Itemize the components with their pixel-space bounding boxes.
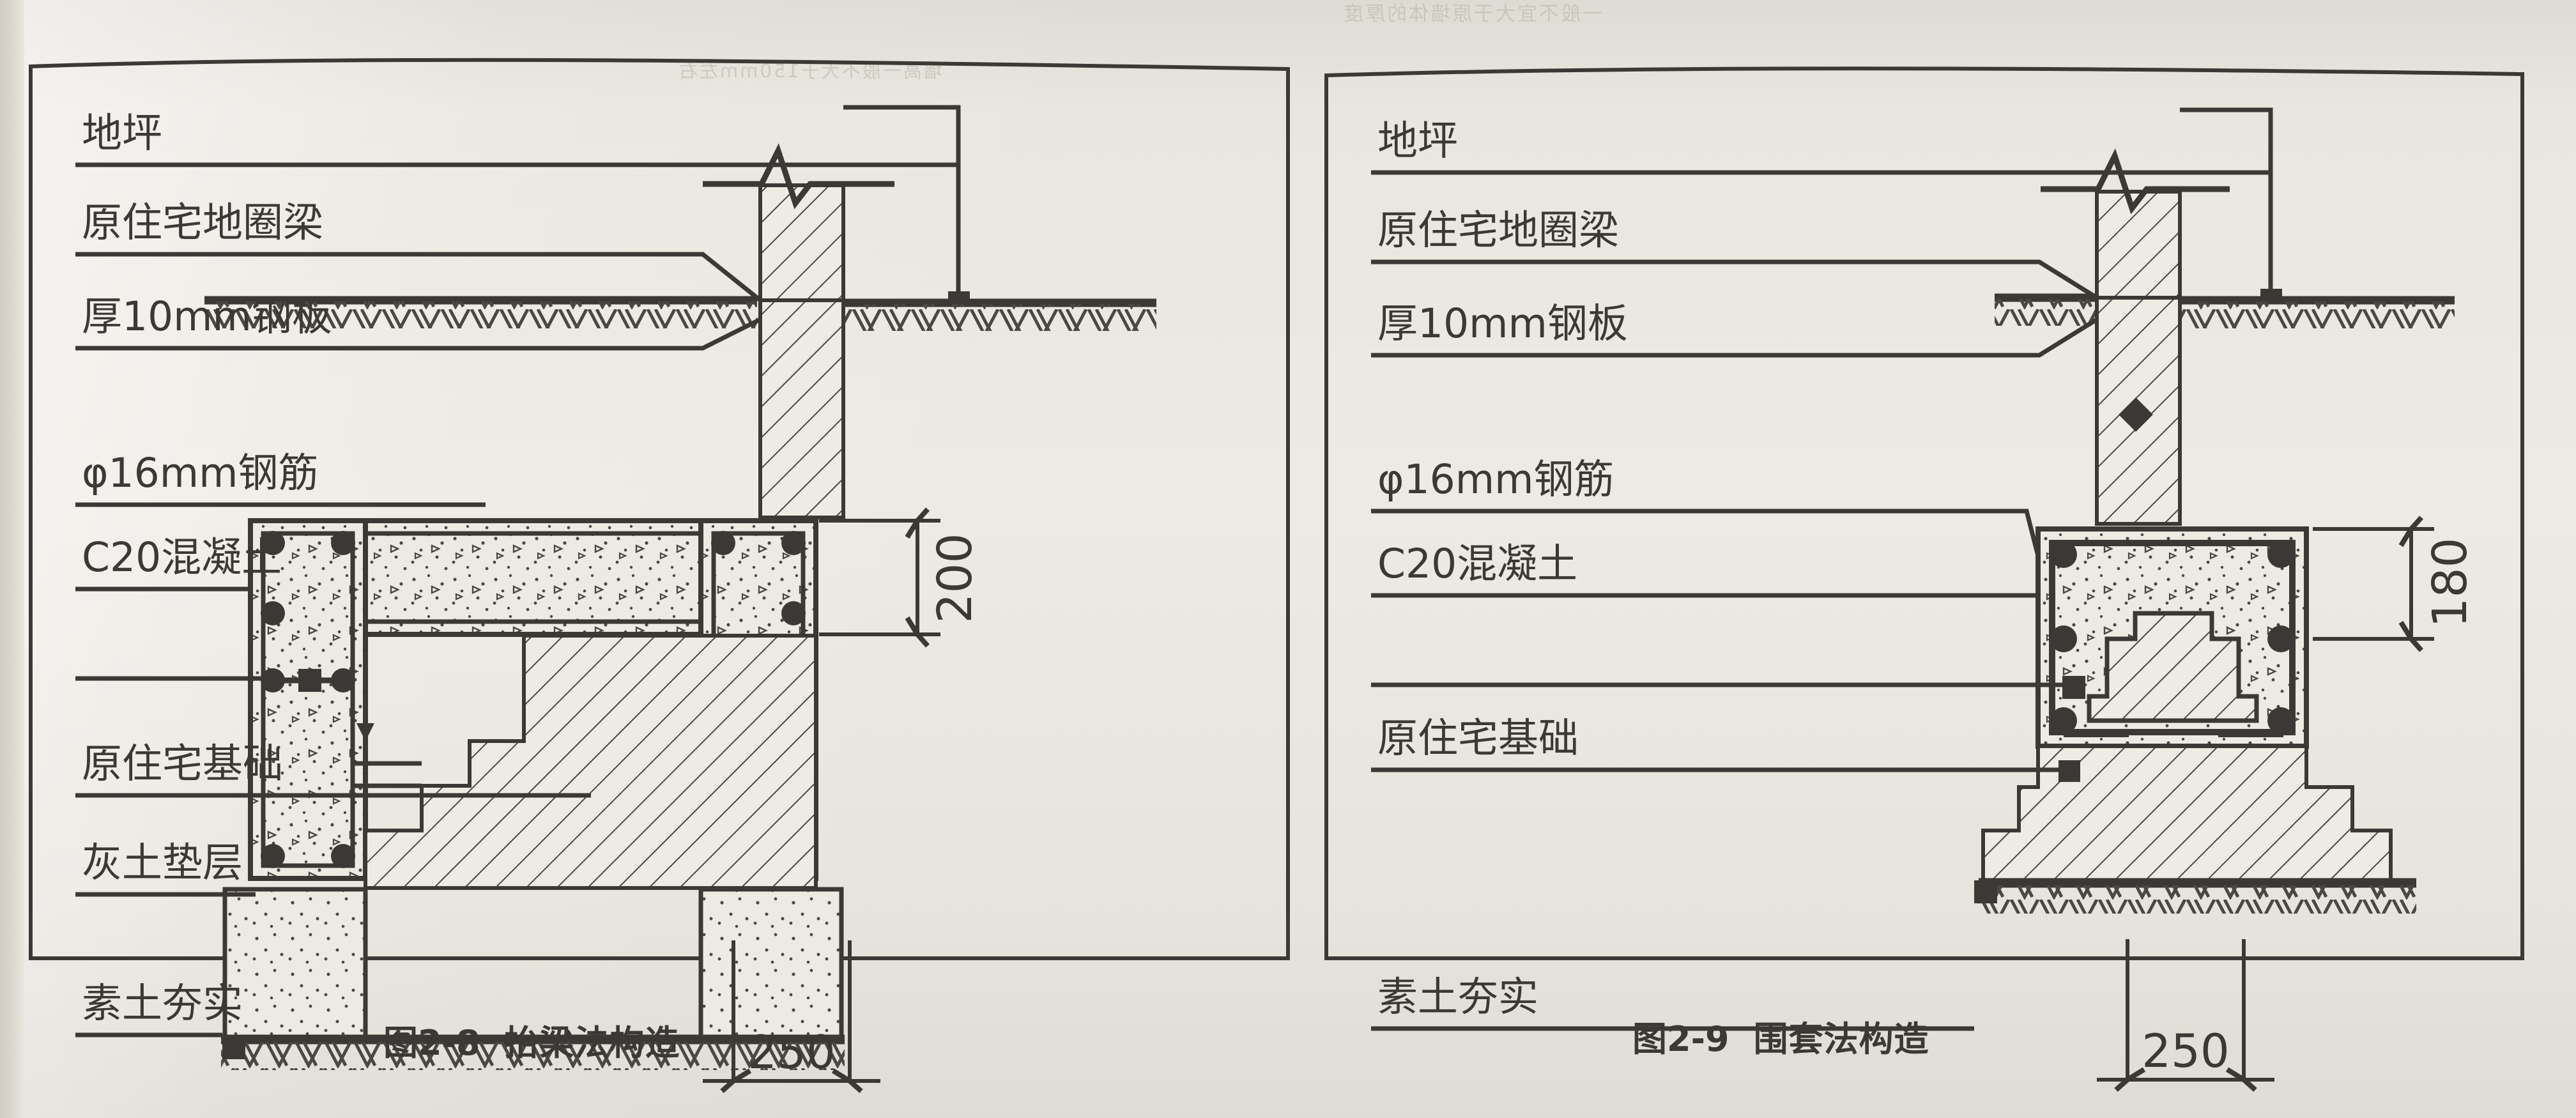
- original-foundation-right: [1981, 744, 2393, 885]
- floor-slab-right: [2180, 107, 2282, 302]
- label-left-7: 素土夯实: [82, 980, 243, 1027]
- dimension-180-text-right: 180: [2423, 537, 2478, 627]
- label-right-6: 素土夯实: [1377, 974, 1538, 1020]
- caption-number-right: 图2-9: [1632, 1019, 1729, 1059]
- label-right-2: 厚10mm钢板: [1377, 300, 1628, 347]
- label-left-0: 地坪: [82, 110, 162, 157]
- dimension-200-text-left: 200: [928, 533, 983, 623]
- label-group-left: 地坪 原住宅地圈梁 厚10mm钢板 φ16mm钢筋 C20混凝土 原住宅基础 灰…: [82, 110, 332, 1027]
- figure-border-left: [29, 57, 1290, 960]
- dimension-250-text-right: 250: [2142, 1024, 2229, 1078]
- dimension-180-right: 180: [2313, 516, 2478, 652]
- label-right-5: 原住宅基础: [1377, 715, 1579, 762]
- existing-wall-right: [2041, 148, 2230, 526]
- label-group-right: 地坪 原住宅地圈梁 厚10mm钢板 φ16mm钢筋 C20混凝土 原住宅基础 素…: [1377, 118, 1628, 1020]
- caption-title-right: 围套法构造: [1753, 1019, 1929, 1059]
- label-left-1: 原住宅地圈梁: [82, 199, 323, 246]
- label-left-6: 灰土垫层: [82, 839, 243, 886]
- caption-figure-2-8: 图2-8 抬梁法构造: [383, 1015, 680, 1065]
- original-foundation-left: [364, 634, 818, 890]
- compacted-earth-left: [221, 1034, 845, 1070]
- label-right-1: 原住宅地圈梁: [1377, 207, 1619, 254]
- figure-border-right: [1324, 66, 2524, 960]
- caption-number-left: 图2-8: [383, 1023, 480, 1063]
- existing-wall-left: [703, 143, 894, 519]
- floor-slab-left: [843, 105, 970, 304]
- label-right-3: φ16mm钢筋: [1377, 456, 1614, 503]
- dimension-250-text-left: 250: [747, 1025, 835, 1079]
- grade-line-right: [1995, 293, 2455, 328]
- label-left-2: 厚10mm钢板: [82, 293, 332, 340]
- figure-2-9-drawing: 180 250 地坪 原住宅地圈梁 厚10mm钢板 φ16mm钢筋 C20混凝土…: [1324, 66, 2524, 1092]
- label-left-4: C20混凝土: [82, 534, 282, 581]
- label-left-5: 原住宅基础: [82, 740, 283, 787]
- label-left-3: φ16mm钢筋: [82, 450, 318, 496]
- grade-line-left: [204, 296, 1156, 331]
- lime-cushion-left: [222, 887, 844, 1042]
- page-gutter-shadow: [0, 0, 24, 1118]
- leader-lines-left: [75, 107, 961, 1038]
- rc-collar-right: [2035, 526, 2309, 749]
- dimension-200-left: 200: [819, 507, 983, 648]
- leader-lines-right: [1371, 110, 2273, 1031]
- label-right-4: C20混凝土: [1377, 540, 1577, 587]
- caption-figure-2-9: 图2-9 围套法构造: [1632, 1011, 1929, 1061]
- figure-2-8-drawing: 200 250 地坪 原住宅地圈梁 厚10mm钢板 φ16mm钢筋 C20混凝土…: [29, 57, 1290, 1093]
- dimension-250-left: 250: [703, 940, 880, 1093]
- caption-title-left: 抬梁法构造: [504, 1023, 680, 1063]
- compacted-earth-right: [1974, 878, 2416, 914]
- dimension-250-right: 250: [2097, 939, 2274, 1092]
- label-right-0: 地坪: [1377, 118, 1458, 164]
